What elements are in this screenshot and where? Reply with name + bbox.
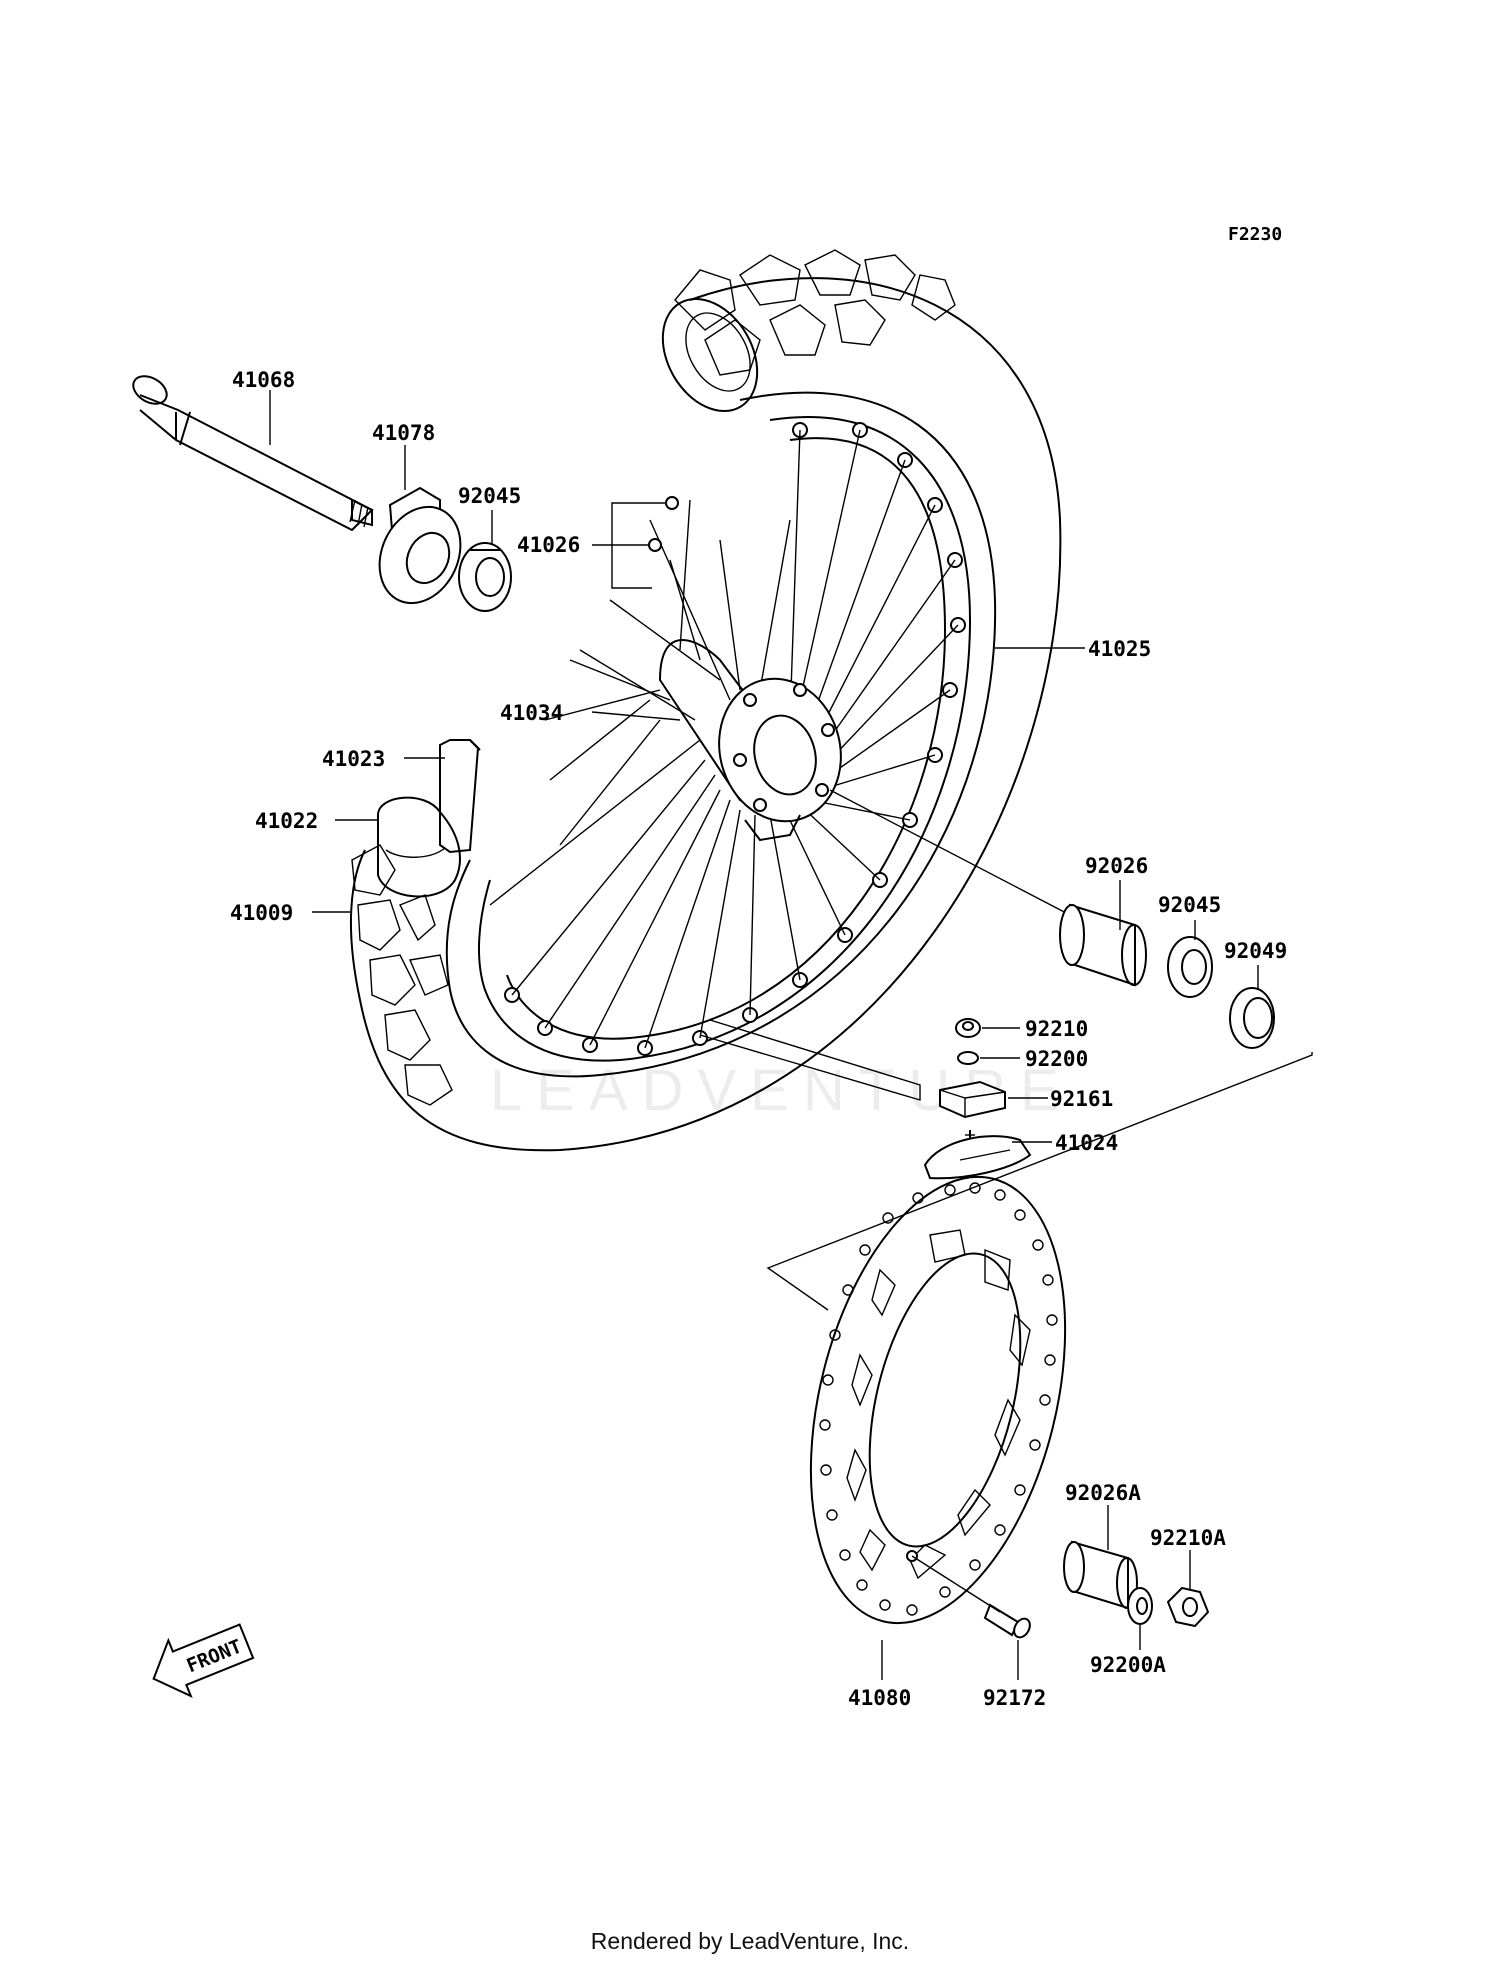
part-label-41034[interactable]: 41034 [500, 701, 563, 725]
bearing-92045-right[interactable] [1167, 936, 1213, 998]
part-label-92026A[interactable]: 92026A [1065, 1481, 1141, 1505]
part-label-41026[interactable]: 41026 [517, 533, 580, 557]
fork-tube-41023[interactable] [439, 739, 481, 854]
tire-tread-bottom [351, 844, 453, 1106]
brake-disc-41080[interactable] [768, 1150, 1107, 1650]
diagram-ref-code: F2230 [1228, 224, 1282, 245]
collar-92026[interactable] [1059, 903, 1147, 987]
disc-holes [819, 1182, 1058, 1616]
washer-92200[interactable] [957, 1051, 979, 1065]
hub[interactable] [658, 639, 857, 842]
part-label-41025[interactable]: 41025 [1088, 637, 1151, 661]
front-label: FRONT [184, 1635, 245, 1677]
tire-tread-top [674, 249, 956, 376]
collar-92026A[interactable] [1063, 1540, 1138, 1610]
bolt-92172[interactable] [911, 1555, 1033, 1640]
part-label-92049[interactable]: 92049 [1224, 939, 1287, 963]
front-direction-arrow: FRONT [152, 1623, 255, 1699]
part-label-92161[interactable]: 92161 [1050, 1087, 1113, 1111]
footer-credit: Rendered by LeadVenture, Inc. [590, 1928, 910, 1954]
part-label-92045-a[interactable]: 92045 [458, 484, 521, 508]
washer-92200A[interactable] [1127, 1587, 1153, 1625]
callout-41026 [592, 496, 679, 589]
rim-lock-41024[interactable] [923, 1130, 1032, 1180]
part-label-41078[interactable]: 41078 [372, 421, 435, 445]
part-label-41080[interactable]: 41080 [848, 1686, 911, 1710]
part-label-92210A[interactable]: 92210A [1150, 1526, 1226, 1550]
nut-92210[interactable] [955, 1018, 981, 1038]
bearing-92045-left[interactable] [458, 542, 512, 612]
explode-line-disc [766, 1052, 1313, 1311]
part-label-41023[interactable]: 41023 [322, 747, 385, 771]
part-label-92200A[interactable]: 92200A [1090, 1653, 1166, 1677]
disc-cutouts [846, 1229, 1031, 1580]
axle-41068[interactable] [128, 371, 374, 532]
part-label-41022[interactable]: 41022 [255, 809, 318, 833]
nut-92210A[interactable] [1166, 1586, 1210, 1628]
part-label-92200[interactable]: 92200 [1025, 1047, 1088, 1071]
part-label-41009[interactable]: 41009 [230, 901, 293, 925]
part-label-92045-b[interactable]: 92045 [1158, 893, 1221, 917]
tire-41009[interactable] [349, 249, 1062, 1152]
collar-41078[interactable] [364, 486, 475, 616]
leader-hub-spacer [829, 789, 1071, 916]
block-92161[interactable] [939, 1080, 1006, 1119]
part-label-92172[interactable]: 92172 [983, 1686, 1046, 1710]
part-label-41068[interactable]: 41068 [232, 368, 295, 392]
part-label-92210[interactable]: 92210 [1025, 1017, 1088, 1041]
fork-leg-41022[interactable] [377, 796, 461, 898]
valve-stem-line [699, 1019, 921, 1101]
part-label-92026[interactable]: 92026 [1085, 854, 1148, 878]
leader-41034 [591, 711, 681, 721]
seal-92049[interactable] [1229, 987, 1275, 1049]
